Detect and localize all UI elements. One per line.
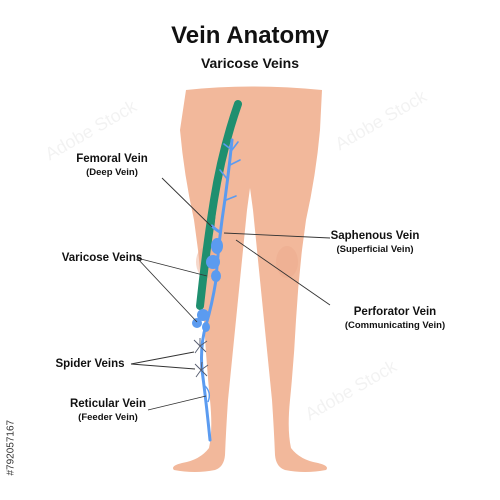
label-main: Perforator Vein	[353, 306, 437, 318]
label-reticular-vein: Reticular Vein (Feeder Vein)	[58, 398, 158, 424]
label-femoral-vein: Femoral Vein (Deep Vein)	[62, 153, 162, 179]
label-main: Femoral Vein	[76, 153, 148, 165]
spider-veins	[193, 338, 209, 378]
page-subtitle: Varicose Veins	[200, 55, 300, 71]
label-main: Spider Veins	[55, 358, 125, 370]
label-spider-veins: Spider Veins	[45, 358, 135, 371]
label-saphenous-vein: Saphenous Vein (Superficial Vein)	[320, 230, 430, 256]
femoral-vein	[196, 100, 242, 310]
label-sub: (Superficial Vein)	[336, 244, 414, 255]
label-varicose-veins: Varicose Veins	[52, 252, 152, 265]
stock-id: #792057167	[5, 419, 17, 476]
label-sub: (Deep Vein)	[86, 167, 138, 178]
label-sub: (Communicating Vein)	[344, 320, 446, 331]
label-main: Reticular Vein	[69, 398, 147, 410]
perforator-vein	[210, 224, 222, 234]
femoral-vein-branch	[209, 202, 217, 229]
label-main: Saphenous Vein	[330, 230, 420, 242]
legs-silhouette	[173, 86, 327, 472]
saphenous-vein	[200, 138, 234, 442]
varicose-veins	[192, 238, 223, 332]
saphenous-branches	[219, 141, 241, 201]
label-sub: (Feeder Vein)	[78, 412, 138, 423]
page-title: Vein Anatomy	[171, 22, 329, 49]
label-main: Varicose Veins	[61, 252, 143, 264]
leader-lines	[130, 177, 331, 411]
reticular-vein	[203, 384, 211, 403]
label-perforator-vein: Perforator Vein (Communicating Vein)	[330, 306, 460, 332]
